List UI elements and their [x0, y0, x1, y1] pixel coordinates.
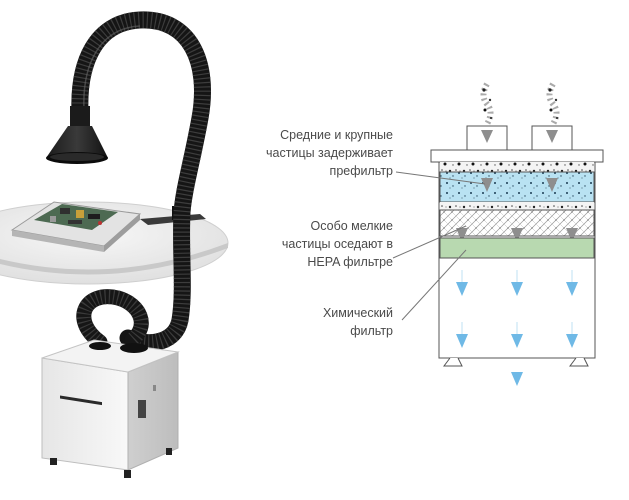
hepa-label-line2: частицы оседают в: [281, 237, 393, 251]
inlet-particles-left: [480, 82, 494, 126]
prefilter-label-line3: префильтр: [329, 164, 393, 178]
chemical-callout: Химический фильтр: [323, 304, 393, 340]
prefilter-label-line2: частицы задерживает: [266, 146, 393, 160]
chemical-label-line1: Химический: [322, 306, 393, 320]
hepa-callout: Особо мелкие частицы оседают в HEPA филь…: [282, 217, 393, 271]
arrow-down-icon: [481, 130, 493, 143]
leader-line-hepa: [392, 225, 467, 259]
filter-unit: [41, 339, 180, 478]
hepa-label-line3: HEPA фильтре: [307, 255, 393, 269]
chemical-filter-layer: [439, 237, 595, 259]
inlet-particles-right: [546, 82, 560, 126]
particle-chamber: [440, 162, 594, 172]
housing-foot-right: [569, 357, 589, 367]
hepa-label-line1: Особо мелкие: [310, 219, 393, 233]
clean-air-arrows: [456, 282, 578, 386]
filter-schematic: [392, 82, 604, 386]
prefilter-callout: Средние и крупные частицы задерживает пр…: [266, 126, 393, 180]
circuit-board: [10, 201, 142, 252]
prefilter-label-line1: Средние и крупные: [280, 128, 393, 142]
leader-line-chemical: [401, 249, 467, 321]
prefilter-layer: [439, 171, 595, 203]
extraction-hood: [46, 106, 108, 164]
chemical-label-line2: фильтр: [350, 324, 393, 338]
housing-foot-left: [443, 357, 463, 367]
leader-line-prefilter: [395, 171, 486, 185]
arrow-down-icon: [546, 130, 558, 143]
